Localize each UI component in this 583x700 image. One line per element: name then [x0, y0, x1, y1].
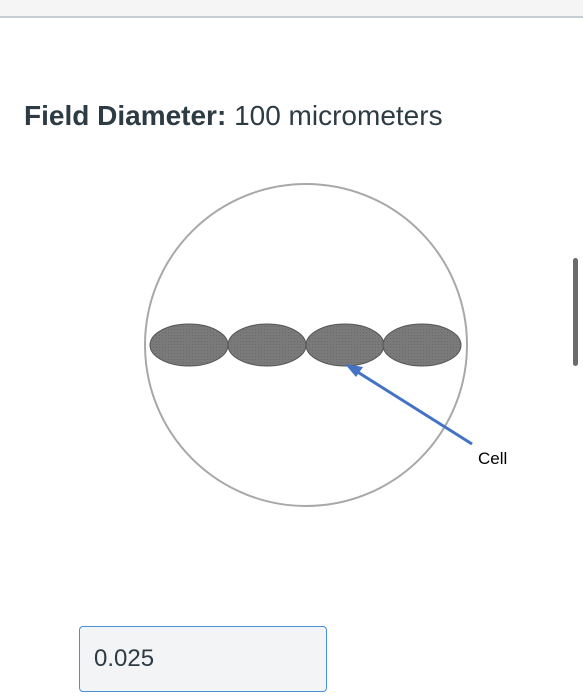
- microscope-field-diagram: Cell: [144, 183, 507, 507]
- cell-4: [382, 323, 462, 367]
- answer-input[interactable]: [79, 626, 327, 692]
- field-diameter-label: Field Diameter:: [24, 100, 227, 131]
- cell-label: Cell: [478, 449, 507, 468]
- top-divider: [0, 16, 583, 18]
- field-diameter-value: 100 micrometers: [234, 100, 443, 131]
- cell-2: [227, 323, 307, 367]
- field-of-view-circle: [144, 183, 468, 507]
- cell-row: [149, 323, 462, 367]
- cell-pointer-arrow: [345, 364, 473, 446]
- top-bar: [0, 0, 583, 16]
- field-diameter-text: Field Diameter: 100 micrometers: [24, 98, 443, 134]
- scrollbar-thumb[interactable]: [573, 258, 578, 366]
- cell-3: [305, 323, 385, 367]
- cell-1: [149, 323, 229, 367]
